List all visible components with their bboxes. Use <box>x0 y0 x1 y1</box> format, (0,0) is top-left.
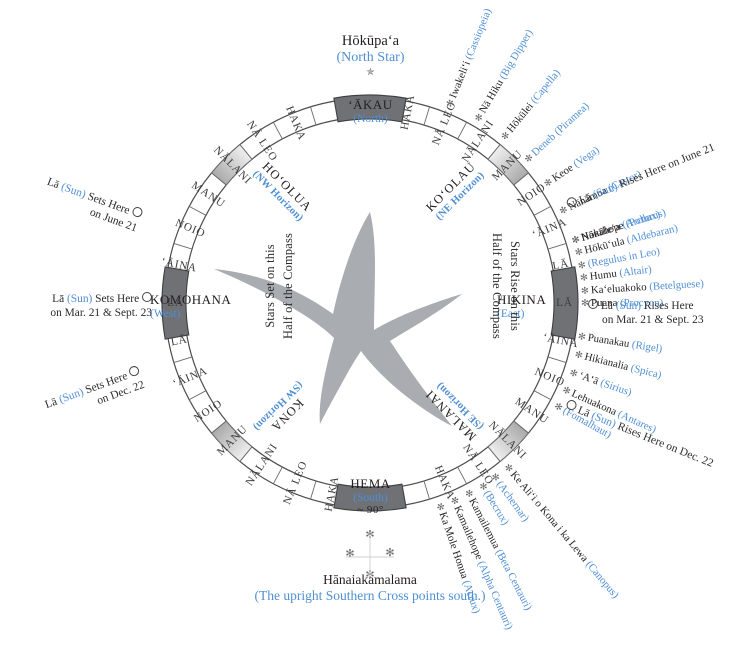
cardinal-south-english: (South) <box>353 491 388 504</box>
cardinal-east: HIKINA (East) <box>497 292 587 320</box>
house-label: LĀ <box>167 297 184 309</box>
southern-cross-hawaiian: Hānaiakamalama <box>323 572 417 587</box>
north-star-english: (North Star) <box>336 50 405 65</box>
quadrant-house-malanai <box>487 420 530 463</box>
sun-rise-equinox: Lā (Sun) Rises Here on Mar. 21 & Sept. 2… <box>588 299 704 328</box>
cardinal-west: KOMOHANA (West) <box>150 292 252 320</box>
star-glyph-icon: ✻ <box>580 286 589 297</box>
star-glyph-icon: ✻ <box>577 332 587 344</box>
note-stars-rise-line1: Stars Rise on this <box>507 240 522 331</box>
sun-set-equinox-c: Sets Here <box>92 293 140 305</box>
quadrant-house-koolau <box>487 143 530 186</box>
cardinal-south: HEMA (South) ~ 90° <box>318 476 423 517</box>
cardinal-house-north <box>333 94 407 123</box>
note-stars-set-line2: Half of the Compass <box>281 232 295 339</box>
cardinal-east-name: HIKINA <box>497 292 547 307</box>
frigate-bird-silhouette <box>214 212 462 426</box>
southern-cross-star: ✻ <box>385 547 394 559</box>
southern-cross-star: ✻ <box>345 548 354 560</box>
north-star-caption: Hōkūpaʻa (North Star) ✯ <box>268 33 473 78</box>
house-label: LĀ <box>556 297 573 309</box>
sun-set-equinox-line2: on Mar. 21 & Sept. 23 <box>50 306 152 319</box>
southern-cross-stars: ✻✻✻✻ <box>345 529 394 581</box>
cardinal-north: ʻĀKAU (North) <box>318 97 423 125</box>
southern-cross-english: (The upright Southern Cross points south… <box>254 588 486 603</box>
cardinal-east-english: (East) <box>497 307 525 320</box>
sun-rise-equinox-b: (Sun) <box>615 300 642 312</box>
north-star-glyph: ✯ <box>366 67 375 78</box>
note-stars-rise-half: Stars Rise on this Half of the Compass <box>487 211 523 361</box>
cardinal-south-name: HEMA <box>350 476 391 491</box>
cardinal-south-degrees: ~ 90° <box>357 504 384 517</box>
sun-marker-circle-rise-eq <box>588 299 598 309</box>
sun-marker-circle-set-eq <box>142 292 152 302</box>
star-glyph-icon: ✻ <box>579 273 589 284</box>
cardinal-west-name: KOMOHANA <box>150 292 232 307</box>
cardinal-north-name: ʻĀKAU <box>348 97 393 112</box>
house-wedges <box>161 94 579 512</box>
cardinal-house-south <box>333 483 407 512</box>
sun-set-equinox-a: Lā <box>52 293 67 305</box>
star-glyph-icon: ✻ <box>576 260 587 272</box>
note-stars-rise-line2: Half of the Compass <box>490 232 504 339</box>
note-stars-set-half: Stars Set on this Half of the Compass <box>262 211 298 361</box>
north-star-hawaiian: Hōkūpaʻa <box>341 33 400 49</box>
cardinal-north-english: (North) <box>353 112 388 125</box>
star-english-name: (Betelguese) <box>648 277 704 293</box>
star-english-name: (Procyon) <box>620 297 664 309</box>
sun-rise-equinox-c: Rises Here <box>641 300 694 312</box>
southern-cross-caption: Hānaiakamalama (The upright Southern Cro… <box>170 572 570 604</box>
star-glyph-icon: ✻ <box>581 299 589 309</box>
cardinal-west-english: (West) <box>150 307 181 320</box>
cardinal-house-east <box>550 266 579 340</box>
cardinal-house-west <box>161 266 190 340</box>
quadrant-house-kona <box>210 420 253 463</box>
sun-rise-equinox-a: Lā <box>600 300 616 312</box>
quadrant-house-hoolua <box>210 143 253 186</box>
sun-set-equinox: Lā (Sun) Sets Here on Mar. 21 & Sept. 23 <box>22 292 152 321</box>
note-stars-set-line1: Stars Set on this <box>263 244 278 328</box>
sun-set-equinox-b: (Sun) <box>67 293 93 305</box>
sun-rise-equinox-line2: on Mar. 21 & Sept. 23 <box>602 313 704 326</box>
star-glyph-icon: ✻ <box>573 350 584 362</box>
